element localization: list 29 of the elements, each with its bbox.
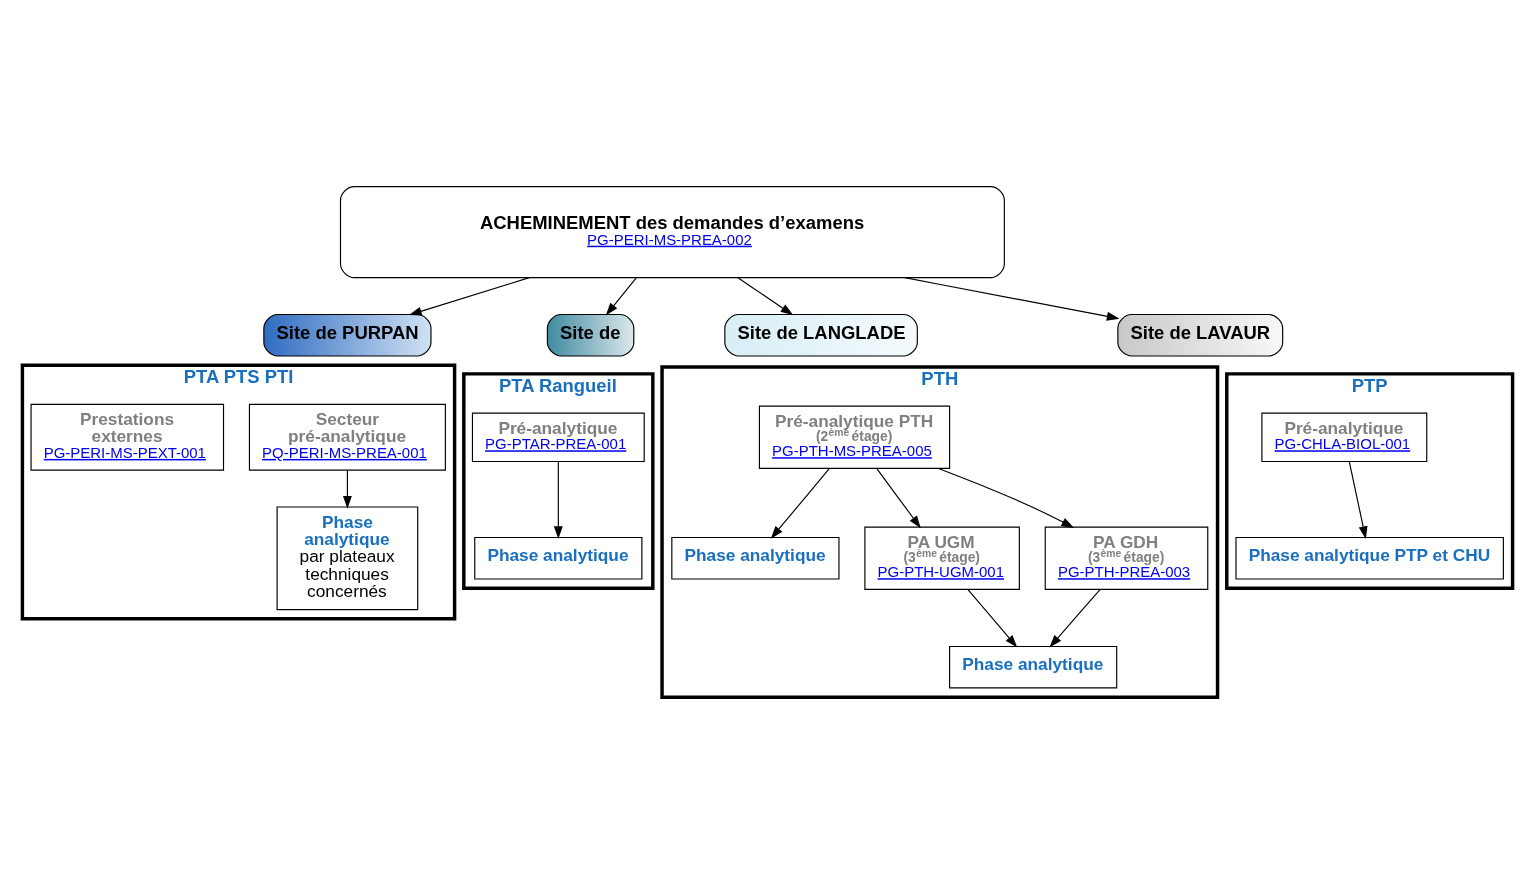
node-box: Site de PURPAN bbox=[263, 313, 432, 357]
node-box: Phase analytique PTP et CHU bbox=[1235, 536, 1504, 580]
node-box: ACHEMINEMENT des demandes d’examens PG-PERI-MS-PREA-002 bbox=[339, 185, 1005, 278]
node-box: Phase analytique par plateaux techniques concernés bbox=[276, 505, 419, 610]
arrow bbox=[737, 276, 794, 315]
node-box: Site de LAVAUR bbox=[1117, 313, 1284, 357]
node-box: Phase analytique bbox=[671, 536, 840, 580]
node-box: Site de bbox=[546, 313, 635, 357]
node-box: PA GDH (3$^{ème}$ étage) PG-PTH-PREA-003 bbox=[1044, 526, 1209, 590]
arrow bbox=[937, 467, 1075, 528]
node-box: Prestations externes PG-PERI-MS-PEXT-001 bbox=[30, 403, 225, 471]
arrow bbox=[605, 276, 637, 315]
node-box: Phase analytique bbox=[474, 536, 643, 580]
node-box: Site de LANGLADE bbox=[724, 313, 918, 357]
arrow bbox=[408, 276, 530, 315]
arrow bbox=[876, 467, 921, 528]
node-box: Pré-analytique PG-PTAR-PREA-001 bbox=[471, 412, 645, 462]
arrow bbox=[904, 276, 1120, 321]
arrow bbox=[967, 588, 1018, 647]
node-box: Secteur pré-analytique PQ-PERI-MS-PREA-001 bbox=[248, 403, 446, 471]
arrow bbox=[1049, 588, 1101, 647]
arrow bbox=[1348, 460, 1368, 539]
arrow bbox=[342, 469, 352, 509]
arrow bbox=[770, 467, 830, 539]
arrow bbox=[553, 460, 563, 539]
node-box: Pré-analytique PG-CHLA-BIOL-001 bbox=[1261, 412, 1428, 462]
node-box: PA UGM (3$^{ème}$ étage) PG-PTH-UGM-001 bbox=[864, 526, 1020, 590]
node-box: Phase analytique bbox=[949, 645, 1118, 689]
node-box: Pré-analytique PTH (2$^{ème}$ étage) PG-PTH-MS-PREA-005 bbox=[758, 405, 951, 469]
